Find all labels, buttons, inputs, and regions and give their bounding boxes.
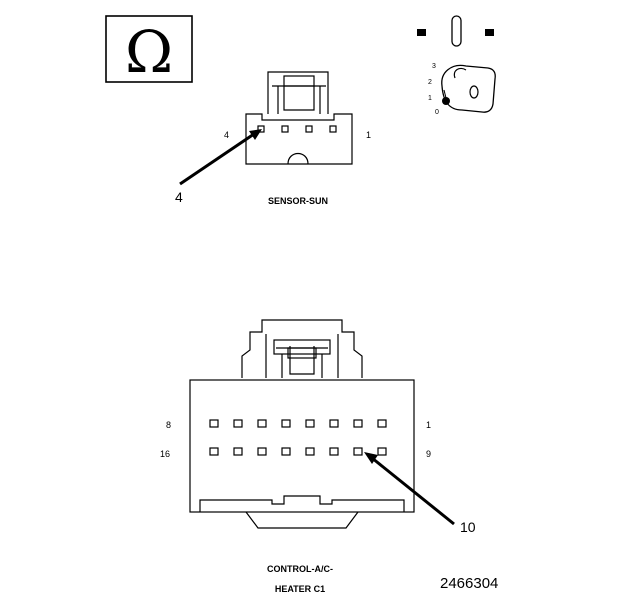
ignition-switch-icon: 3 2 1 0 bbox=[417, 15, 496, 116]
control-heater-pin-bottom-left: 16 bbox=[160, 449, 170, 459]
omega-symbol-box: Ω bbox=[105, 15, 193, 86]
figure-id: 2466304 bbox=[440, 575, 498, 592]
ignition-position-1: 1 bbox=[428, 95, 432, 102]
control-heater-callout-number: 10 bbox=[460, 519, 476, 535]
control-heater-pin-bottom-right: 9 bbox=[426, 449, 431, 459]
omega-icon: Ω bbox=[125, 18, 173, 86]
sensor-sun-connector bbox=[245, 71, 353, 165]
sensor-sun-callout-number: 4 bbox=[175, 189, 183, 205]
ignition-position-3: 3 bbox=[432, 63, 436, 70]
control-heater-label-line2: HEATER C1 bbox=[275, 584, 325, 594]
sensor-sun-pin-left: 4 bbox=[224, 130, 229, 140]
control-heater-pin-top-right: 1 bbox=[426, 420, 431, 430]
control-heater-label-line1: CONTROL-A/C- bbox=[267, 564, 333, 574]
control-heater-pin-top-left: 8 bbox=[166, 420, 171, 430]
ignition-position-0: 0 bbox=[435, 109, 439, 116]
ignition-position-2: 2 bbox=[428, 79, 432, 86]
sensor-sun-callout-arrow bbox=[179, 129, 262, 186]
sensor-sun-label: SENSOR-SUN bbox=[268, 196, 328, 206]
control-heater-connector bbox=[189, 319, 415, 529]
control-heater-callout-arrow bbox=[364, 452, 455, 526]
sensor-sun-pin-right: 1 bbox=[366, 130, 371, 140]
